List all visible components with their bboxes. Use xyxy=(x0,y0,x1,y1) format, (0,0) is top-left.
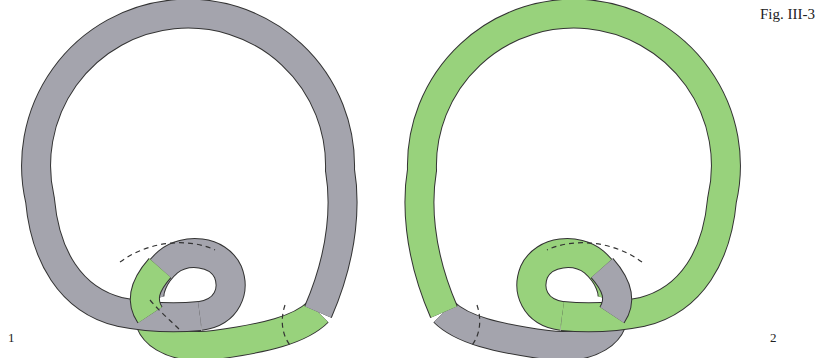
band-figure xyxy=(419,14,725,346)
band-figure xyxy=(36,14,342,346)
figure-caption: Fig. III-3 xyxy=(760,6,815,23)
figure-number: 2 xyxy=(770,330,777,346)
figure-number: 1 xyxy=(8,330,15,346)
